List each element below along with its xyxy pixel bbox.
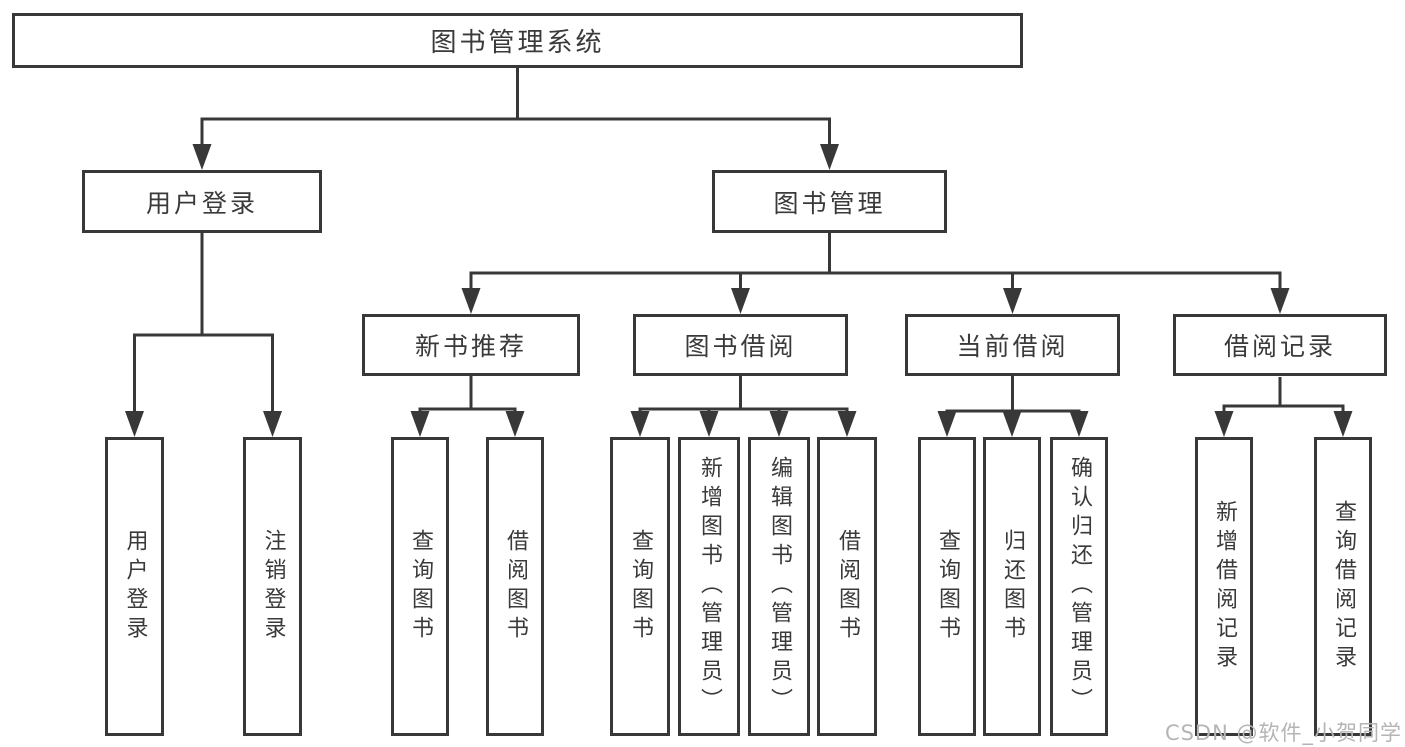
leaf-confirm-return-admin: 确认归还（管理员） (1050, 437, 1108, 736)
node-library-management-system: 图书管理系统 (12, 13, 1023, 68)
leaf-recommend-query-books: 查询图书 (391, 437, 449, 736)
node-book-borrow: 图书借阅 (633, 314, 848, 376)
node-current-borrow: 当前借阅 (905, 314, 1120, 376)
node-new-book-recommend: 新书推荐 (362, 314, 580, 376)
leaf-logout: 注销登录 (243, 437, 302, 736)
leaf-borrow-query-books: 查询图书 (610, 437, 670, 736)
node-book-management: 图书管理 (712, 170, 947, 233)
node-user-login: 用户登录 (82, 170, 322, 233)
leaf-recommend-borrow-books: 借阅图书 (486, 437, 544, 736)
leaf-return-books: 归还图书 (983, 437, 1041, 736)
leaf-add-books-admin: 新增图书（管理员） (678, 437, 740, 736)
leaf-current-query-books: 查询图书 (918, 437, 976, 736)
csdn-watermark: CSDN @软件_小贺同学 (1164, 721, 1402, 745)
node-borrow-records: 借阅记录 (1173, 314, 1387, 376)
leaf-add-borrow-record: 新增借阅记录 (1195, 437, 1253, 736)
leaf-borrow-books: 借阅图书 (817, 437, 877, 736)
leaf-edit-books-admin: 编辑图书（管理员） (748, 437, 810, 736)
leaf-query-borrow-record: 查询借阅记录 (1314, 437, 1372, 736)
leaf-user-login: 用户登录 (105, 437, 164, 736)
